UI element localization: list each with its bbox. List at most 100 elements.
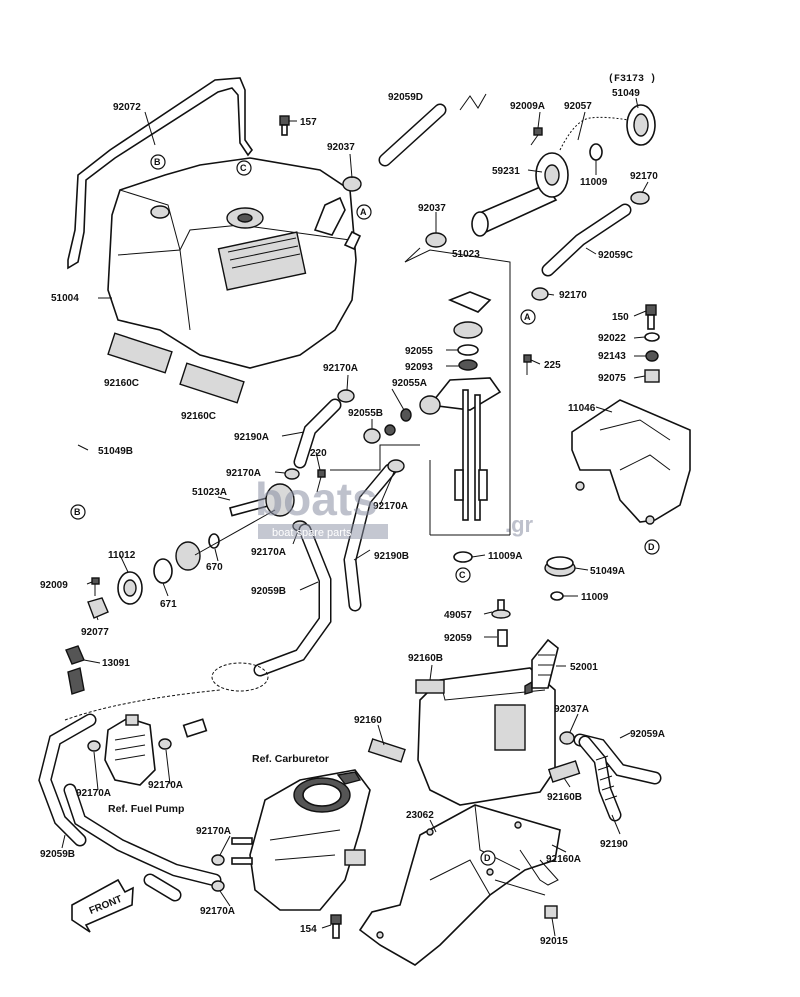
filler-neck-59231 bbox=[471, 152, 569, 237]
tank-strap-92072 bbox=[67, 77, 253, 270]
neck-52001 bbox=[531, 638, 559, 689]
callout-A-1: A bbox=[356, 204, 372, 220]
label-92160B-b: 92160B bbox=[547, 792, 582, 803]
callout-B-2: B bbox=[70, 504, 86, 520]
hose-92190 bbox=[578, 735, 622, 822]
leader-lines bbox=[61, 97, 649, 937]
label-92190A: 92190A bbox=[234, 432, 269, 443]
pad-92160C-b bbox=[179, 362, 245, 404]
watermark: boats .gr boat spare parts bbox=[255, 473, 534, 539]
svg-text:D: D bbox=[648, 542, 655, 552]
label-23062: 23062 bbox=[406, 810, 434, 821]
screw-220 bbox=[316, 469, 326, 493]
label-92170A-g: 92170A bbox=[196, 826, 231, 837]
label-92059C: 92059C bbox=[598, 250, 633, 261]
svg-text:D: D bbox=[484, 853, 491, 863]
label-51049B: 51049B bbox=[98, 446, 133, 457]
ref-fuel-pump-label: Ref. Fuel Pump bbox=[108, 803, 184, 815]
label-92170A-f: 92170A bbox=[148, 780, 183, 791]
label-92190B: 92190B bbox=[374, 551, 409, 562]
label-154: 154 bbox=[300, 924, 317, 935]
label-92160C-b: 92160C bbox=[181, 411, 216, 422]
label-671: 671 bbox=[160, 599, 177, 610]
label-92170-top: 92170 bbox=[630, 171, 658, 182]
label-92059D: 92059D bbox=[388, 92, 423, 103]
fuel-tank-51004 bbox=[107, 157, 362, 369]
label-92059B-b: 92059B bbox=[40, 849, 75, 860]
label-92160C-a: 92160C bbox=[104, 378, 139, 389]
label-92055A: 92055A bbox=[392, 378, 427, 389]
label-13091: 13091 bbox=[102, 658, 130, 669]
hose-92059D bbox=[378, 103, 447, 167]
clamp-92170A-f bbox=[158, 738, 172, 750]
svg-text:A: A bbox=[524, 312, 531, 322]
clamp-92170A-c bbox=[284, 468, 300, 480]
clamp-92170A-e bbox=[87, 740, 101, 752]
callout-D-1: D bbox=[644, 539, 660, 555]
callout-C-2: C bbox=[455, 567, 471, 583]
label-150: 150 bbox=[612, 312, 629, 323]
cap-51049A bbox=[544, 556, 576, 577]
label-92170A-c: 92170A bbox=[373, 501, 408, 512]
screw-92009 bbox=[91, 577, 100, 596]
clamp-92170-mid bbox=[531, 287, 549, 301]
part-labels: (F3173 ) 92072 157 92059D 92009A 92057 5… bbox=[40, 73, 665, 947]
callout-C-1: C bbox=[236, 160, 252, 176]
front-arrow: FRONT bbox=[71, 878, 134, 933]
clamp-92170A-h bbox=[211, 880, 225, 892]
chain-92057 bbox=[559, 116, 629, 151]
pad-92160C-a bbox=[107, 332, 173, 374]
screw-154 bbox=[330, 914, 342, 939]
svg-text:A: A bbox=[360, 207, 367, 217]
label-51004: 51004 bbox=[51, 293, 79, 304]
label-92022: 92022 bbox=[598, 333, 626, 344]
label-92072: 92072 bbox=[113, 102, 141, 113]
clip-13091 bbox=[65, 645, 85, 695]
label-92075: 92075 bbox=[598, 373, 626, 384]
label-157: 157 bbox=[300, 117, 317, 128]
label-92093: 92093 bbox=[405, 362, 433, 373]
label-92170A-e: 92170A bbox=[76, 788, 111, 799]
gasket-11009A bbox=[453, 551, 473, 563]
label-92170A-d: 92170A bbox=[251, 547, 286, 558]
bracket-11046 bbox=[571, 399, 691, 525]
label-670: 670 bbox=[206, 562, 223, 573]
hose-92059B-lower bbox=[38, 713, 222, 902]
watermark-tagline: boat spare parts bbox=[272, 527, 352, 539]
label-92009: 92009 bbox=[40, 580, 68, 591]
label-92059B-a: 92059B bbox=[251, 586, 286, 597]
label-92170A-a: 92170A bbox=[323, 363, 358, 374]
knob-11012 bbox=[117, 571, 143, 605]
cap-51049 bbox=[626, 104, 656, 146]
label-92170-mid: 92170 bbox=[559, 290, 587, 301]
screw-225 bbox=[523, 354, 532, 375]
clamp-92170A-a bbox=[337, 389, 355, 403]
screw-92009A bbox=[530, 127, 543, 146]
label-11012: 11012 bbox=[108, 550, 136, 561]
callout-D-2: D bbox=[480, 850, 496, 866]
clamp-92170A-b bbox=[387, 459, 405, 473]
pad-92160B-b bbox=[547, 760, 581, 783]
hardware-stack bbox=[644, 304, 660, 383]
watermark-brand: boats bbox=[255, 473, 378, 525]
label-92059: 92059 bbox=[444, 633, 472, 644]
pad-92160 bbox=[367, 738, 406, 763]
label-49057: 49057 bbox=[444, 610, 472, 621]
svg-text:B: B bbox=[74, 507, 81, 517]
label-11046: 11046 bbox=[568, 403, 596, 414]
clamp-92037-top bbox=[342, 176, 362, 192]
label-11009-mid: 11009 bbox=[581, 592, 609, 603]
hose-92059B-main bbox=[253, 523, 332, 677]
clamp-92170-top bbox=[630, 191, 650, 205]
screw-157 bbox=[279, 115, 290, 136]
label-92059A: 92059A bbox=[630, 729, 665, 740]
oring-92055A bbox=[400, 408, 412, 422]
label-92037-mid: 92037 bbox=[418, 203, 446, 214]
label-92143: 92143 bbox=[598, 351, 626, 362]
label-92055B: 92055B bbox=[348, 408, 383, 419]
label-92160B-a: 92160B bbox=[408, 653, 443, 664]
pad-92160B-a bbox=[415, 679, 445, 694]
fuel-filter bbox=[182, 718, 208, 738]
label-51049: 51049 bbox=[612, 88, 640, 99]
label-59231: 59231 bbox=[492, 166, 520, 177]
